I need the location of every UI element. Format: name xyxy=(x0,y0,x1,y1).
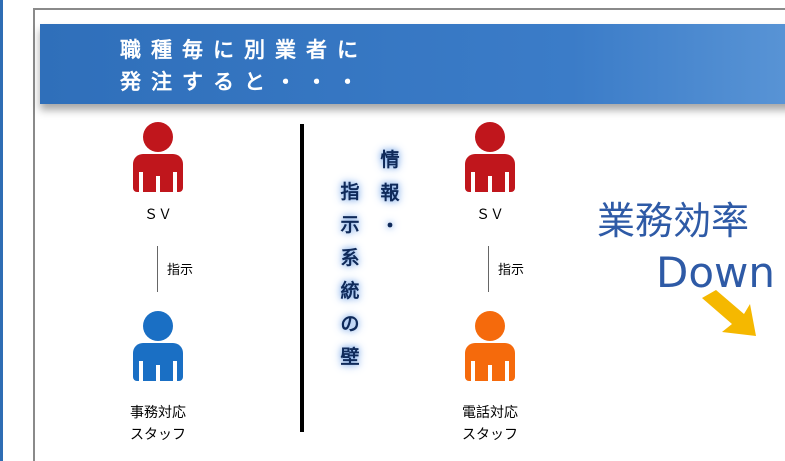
banner-line-2: 発注すると・・・ xyxy=(120,70,368,94)
banner-line-1: 職種毎に別業者に xyxy=(120,38,368,62)
wall-char: 示 xyxy=(340,214,360,236)
left-edge-bar xyxy=(0,0,3,461)
supervisor-icon xyxy=(133,122,183,192)
down-text: Down xyxy=(656,248,776,297)
office-staff-icon xyxy=(133,311,183,381)
phone-staff-label-2: スタッフ xyxy=(462,427,518,443)
connector-line xyxy=(157,246,158,292)
phone-staff-icon xyxy=(465,311,515,381)
office-staff-label-2: スタッフ xyxy=(130,427,186,443)
wall-divider xyxy=(300,124,304,432)
efficiency-text: 業務効率 xyxy=(597,199,750,243)
header-banner: 職種毎に別業者に 発注すると・・・ xyxy=(40,24,785,104)
supervisor-label: ＳＶ xyxy=(144,207,172,223)
wall-char: 壁 xyxy=(340,346,360,368)
wall-text-col2: 指 示 系 統 の 壁 xyxy=(336,176,364,374)
wall-text-col1: 情 報 ・ xyxy=(376,144,404,243)
wall-char: 系 xyxy=(340,247,360,269)
office-staff-label: 事務対応 xyxy=(130,405,186,421)
wall-char: ・ xyxy=(380,215,400,237)
wall-char: 報 xyxy=(380,182,400,204)
phone-staff-label: 電話対応 xyxy=(462,405,518,421)
wall-char: 指 xyxy=(340,181,360,203)
wall-char: 情 xyxy=(380,149,400,171)
instruction-label: 指示 xyxy=(167,263,194,278)
down-arrow-icon xyxy=(702,290,756,336)
supervisor-label: ＳＶ xyxy=(476,207,504,223)
wall-char: 統 xyxy=(340,280,360,302)
supervisor-icon xyxy=(465,122,515,192)
connector-line xyxy=(488,246,489,292)
wall-char: の xyxy=(340,313,360,335)
instruction-label: 指示 xyxy=(498,263,525,278)
